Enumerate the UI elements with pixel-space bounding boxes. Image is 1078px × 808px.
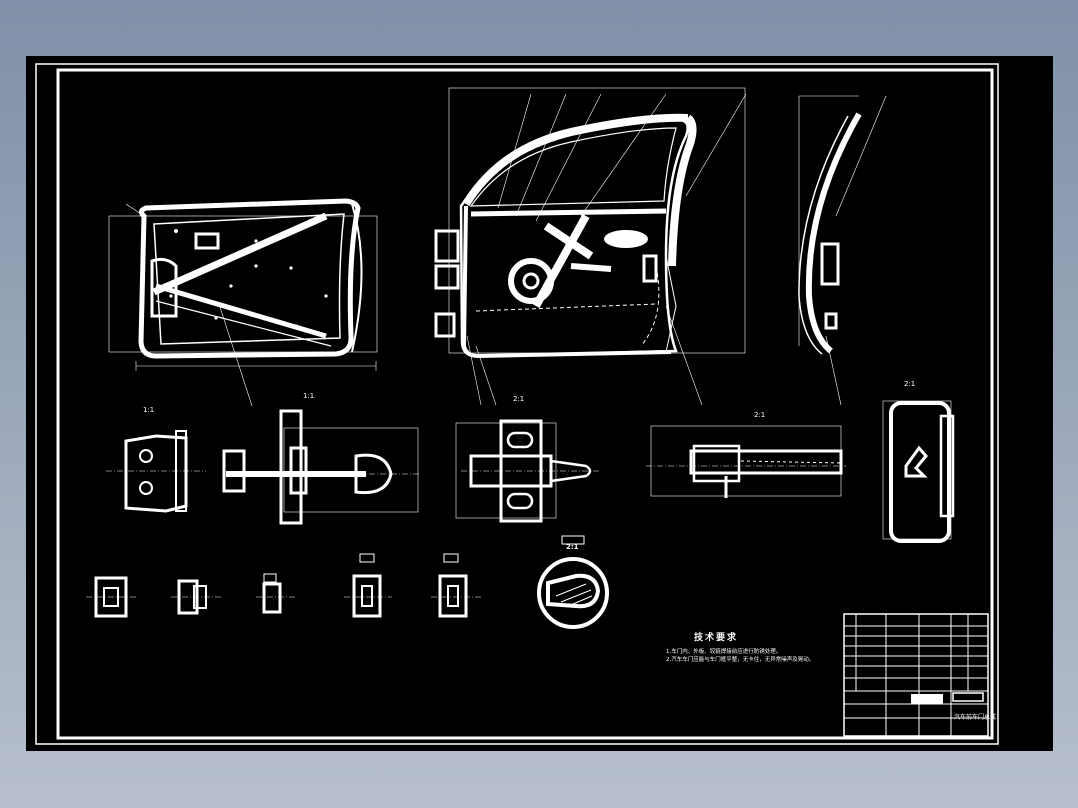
inner-border	[56, 68, 994, 740]
title-block-drawing-name: 汽车前车门总成	[954, 714, 997, 721]
tech-requirement-line-1: 1.车门内、外板、铰链焊接前应进行防锈处理。	[666, 649, 782, 655]
section-view-2	[222, 409, 421, 525]
drawing-sheet[interactable]: 1:1 1:1 2:1 2:1 2:1 2:1 技术要求 1.车门内、外板、铰链…	[26, 56, 1053, 751]
door-front-view	[434, 87, 747, 406]
label-section-1: 1:1	[143, 406, 155, 414]
label-section-4: 2:1	[754, 411, 766, 419]
small-detail-3	[256, 573, 296, 614]
outer-border	[35, 63, 999, 745]
small-detail-2	[171, 579, 221, 615]
tech-requirement-line-2: 2.汽车车门应能与车门框平整，无卡住，无异常噪声及晃动。	[666, 657, 815, 663]
section-view-1	[106, 430, 206, 513]
door-side-view	[798, 95, 887, 406]
tech-requirements-title: 技术要求	[694, 633, 739, 643]
label-section-5: 2:1	[904, 380, 916, 388]
enlarged-detail-circle	[537, 535, 609, 629]
title-block	[843, 613, 989, 737]
section-view-4	[646, 425, 846, 498]
section-view-5	[882, 400, 955, 543]
label-section-3: 2:1	[513, 395, 525, 403]
small-detail-5	[431, 553, 481, 618]
label-enlarged-detail: 2:1	[566, 543, 579, 551]
small-detail-1	[86, 576, 138, 618]
small-detail-4	[344, 553, 392, 618]
section-view-3	[455, 419, 601, 523]
door-inner-panel-view	[108, 198, 378, 407]
label-section-2: 1:1	[303, 392, 315, 400]
door-assembly-drawing	[35, 63, 999, 745]
